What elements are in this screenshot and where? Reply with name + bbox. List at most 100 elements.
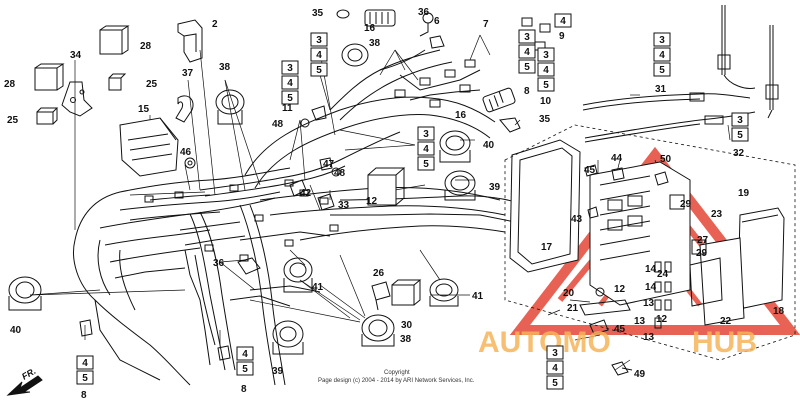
part-label-35b: 35 (539, 114, 551, 125)
part-label-36a: 36 (418, 7, 430, 18)
frame-harness (73, 49, 541, 386)
box-value-3: 3 (524, 32, 530, 43)
direction-arrow-icon (6, 375, 43, 396)
box-value-5: 5 (82, 373, 88, 384)
part-label-28a: 28 (140, 41, 152, 52)
part-label-45b: 45 (614, 324, 626, 335)
box-value-4: 4 (242, 349, 248, 360)
part-label-42: 42 (300, 188, 312, 199)
part-label-17: 17 (541, 242, 553, 253)
box-value-3: 3 (287, 63, 293, 74)
part-label-39a: 39 (489, 182, 501, 193)
part-label-35a: 35 (312, 8, 324, 19)
part-label-21: 21 (567, 303, 579, 314)
part-label-50: 50 (660, 154, 672, 165)
box-value-4: 4 (524, 47, 530, 58)
part-label-28b: 28 (4, 79, 16, 90)
box-value-4: 4 (659, 50, 665, 61)
box-value-3: 3 (552, 348, 558, 359)
part-label-38a: 38 (219, 62, 231, 73)
part-label-45a: 45 (584, 165, 596, 176)
part-label-8a: 8 (524, 86, 530, 97)
part-label-18: 18 (773, 306, 785, 317)
box-value-5: 5 (543, 80, 549, 91)
part-label-2: 2 (212, 19, 218, 30)
box-value-4: 4 (560, 16, 566, 27)
assembly-outline (504, 124, 796, 361)
box-stack-bottom-right: 3 4 5 (546, 345, 564, 390)
part-label-16b: 16 (455, 110, 467, 121)
part-label-11: 11 (282, 103, 293, 114)
part-label-37: 37 (182, 68, 194, 79)
box-value-5: 5 (659, 65, 665, 76)
box-value-4: 4 (287, 78, 293, 89)
part-label-29b: 29 (696, 248, 708, 259)
part-label-19: 19 (738, 188, 750, 199)
box-value-4: 4 (543, 65, 549, 76)
box-value-4: 4 (552, 363, 558, 374)
part-label-24: 24 (657, 269, 669, 280)
part-label-44: 44 (611, 153, 623, 164)
part-label-49: 49 (634, 369, 646, 380)
box-value-5: 5 (287, 93, 293, 104)
box-stack-near-9: 4 (554, 13, 572, 28)
part-label-22: 22 (720, 316, 732, 327)
box-value-5: 5 (524, 62, 530, 73)
watermark-left-text: AUTOMO (478, 326, 611, 359)
part-label-6: 6 (434, 16, 440, 27)
part-label-8b: 8 (81, 390, 87, 401)
box-value-4: 4 (82, 358, 88, 369)
part-label-38b: 38 (369, 38, 381, 49)
part-label-39b: 39 (272, 366, 284, 377)
part-label-14b: 14 (645, 282, 657, 293)
part-label-7: 7 (483, 19, 489, 30)
part-label-15: 15 (138, 104, 150, 115)
part-label-12: 12 (366, 196, 378, 207)
copyright-title: Copyright (384, 370, 410, 376)
box-stack-antenna: 3 4 5 (653, 32, 671, 77)
part-label-41a: 41 (312, 282, 324, 293)
part-label-26: 26 (373, 268, 385, 279)
part-label-33: 33 (338, 200, 350, 211)
part-label-29a: 29 (680, 199, 692, 210)
part-label-34: 34 (70, 50, 82, 61)
box-stack-near-8: 3 4 5 (518, 29, 536, 74)
part-label-13a: 13 (643, 298, 655, 309)
part-label-25b: 25 (146, 79, 158, 90)
part-label-12b: 12 (614, 284, 626, 295)
box-stack-near-10: 3 4 5 (537, 47, 555, 92)
components (6, 5, 785, 396)
part-label-38c: 38 (400, 334, 412, 345)
part-label-9: 9 (559, 31, 565, 42)
part-label-43: 43 (571, 214, 583, 225)
part-label-32: 32 (733, 148, 745, 159)
part-label-14a: 14 (645, 264, 657, 275)
part-label-8c: 8 (241, 384, 247, 395)
part-label-25a: 25 (7, 115, 19, 126)
box-stack-left-mid: 3 4 5 (281, 60, 299, 105)
box-value-3: 3 (423, 129, 429, 140)
copyright-text: Page design (c) 2004 - 2014 by ARI Netwo… (318, 378, 475, 384)
part-label-36b: 36 (213, 258, 225, 269)
part-label-41b: 41 (472, 291, 484, 302)
box-value-5: 5 (242, 364, 248, 375)
part-label-31: 31 (655, 84, 667, 95)
box-value-4: 4 (316, 50, 322, 61)
box-stack-center: 3 4 5 (417, 126, 435, 171)
box-value-5: 5 (737, 130, 743, 141)
part-label-40b: 40 (10, 325, 22, 336)
part-label-13b: 13 (634, 316, 646, 327)
box-stack-bottom-left: 4 5 (76, 355, 94, 385)
part-label-23: 23 (711, 209, 723, 220)
part-label-30: 30 (401, 320, 413, 331)
box-value-3: 3 (659, 35, 665, 46)
part-label-20: 20 (563, 288, 575, 299)
part-label-46: 46 (180, 147, 192, 158)
part-label-12c: 12 (656, 314, 668, 325)
part-labels: 2 7 6 8 9 10 11 12 15 16 16 17 18 19 20 … (4, 7, 785, 401)
box-value-3: 3 (316, 35, 322, 46)
box-stack-antenna-lower: 3 5 (731, 112, 749, 142)
part-label-13c: 13 (643, 332, 655, 343)
part-label-48b: 48 (334, 168, 346, 179)
